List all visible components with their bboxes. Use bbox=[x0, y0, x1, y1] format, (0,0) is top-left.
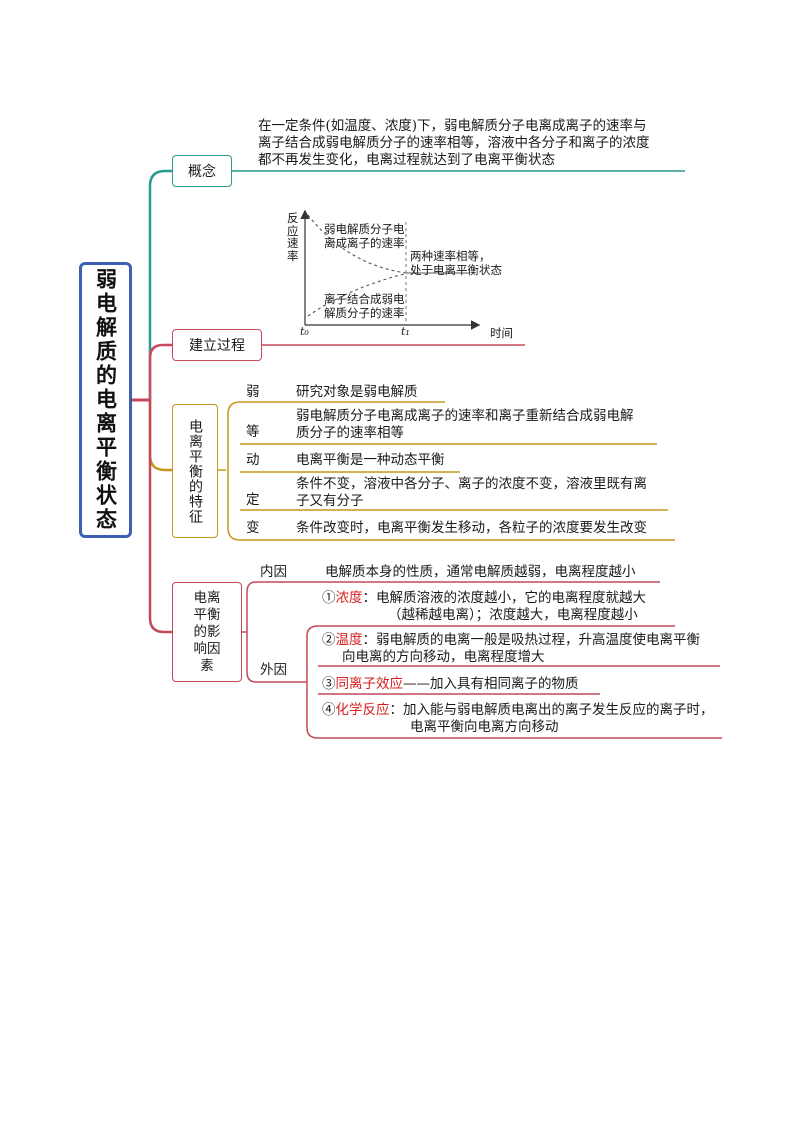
root-node: 弱电解质的电离平衡状态 bbox=[79, 262, 132, 538]
graph-ylabel: 反 应 速 率 bbox=[287, 211, 299, 263]
external-item-4: ④化学反应：加入能与弱电解质电离出的离子发生反应的离子时， 电离平衡向电离方向移… bbox=[322, 702, 714, 735]
features-label: 电离平衡的特征 bbox=[187, 418, 204, 524]
internal-text: 电解质本身的性质，通常电解质越弱，电离程度越小 bbox=[325, 564, 636, 580]
factor-name-temperature: 温度 bbox=[335, 632, 363, 648]
factor-name-concentration: 浓度 bbox=[335, 590, 363, 606]
internal-key: 内因 bbox=[260, 564, 287, 580]
concept-line-1: 在一定条件(如温度、浓度)下，弱电解质分子电离成离子的速率与 bbox=[258, 118, 647, 134]
feature-text-2: 弱电解质分子电离成离子的速率和离子重新结合成弱电解 质分子的速率相等 bbox=[296, 408, 634, 441]
features-node: 电离平衡的特征 bbox=[172, 404, 218, 538]
concept-line-2: 离子结合成弱电解质分子的速率相等，溶液中各分子和离子的浓度 bbox=[258, 135, 650, 151]
concept-line-3: 都不再发生变化，电离过程就达到了电离平衡状态 bbox=[258, 152, 555, 168]
factors-node: 电离平衡的影响因素 bbox=[172, 582, 242, 682]
reverse-rate-label: 离子结合成弱电 解质分子的速率 bbox=[324, 292, 405, 320]
process-node: 建立过程 bbox=[172, 329, 262, 361]
feature-key-1: 弱 bbox=[246, 384, 260, 400]
graph-t0: t₀ bbox=[300, 325, 309, 338]
feature-text-4: 条件不变，溶液中各分子、离子的浓度不变，溶液里既有离 子又有分子 bbox=[296, 476, 647, 509]
reverse-rate-curve bbox=[307, 273, 407, 317]
factor-name-common-ion: 同离子效应 bbox=[335, 676, 404, 692]
graph-t1: t₁ bbox=[401, 325, 410, 338]
feature-text-5: 条件改变时，电离平衡发生移动，各粒子的浓度要发生改变 bbox=[296, 520, 647, 536]
feature-key-4: 定 bbox=[246, 492, 260, 508]
graph-xlabel: 时间 bbox=[490, 326, 513, 340]
external-item-2: ②温度：弱电解质的电离一般是吸热过程，升高温度使电离平衡 向电离的方向移动，电离… bbox=[322, 632, 700, 665]
forward-rate-label: 弱电解质分子电 离成离子的速率 bbox=[324, 222, 405, 250]
factors-label: 电离平衡的影响因素 bbox=[193, 589, 221, 674]
feature-text-3: 电离平衡是一种动态平衡 bbox=[296, 452, 445, 468]
feature-key-5: 变 bbox=[246, 520, 260, 536]
factor-name-chemical-reaction: 化学反应 bbox=[335, 702, 390, 718]
external-key: 外因 bbox=[260, 662, 287, 678]
feature-key-3: 动 bbox=[246, 452, 260, 468]
process-label: 建立过程 bbox=[189, 338, 245, 354]
concept-node: 概念 bbox=[172, 155, 232, 187]
feature-key-2: 等 bbox=[246, 424, 260, 440]
feature-text-1: 研究对象是弱电解质 bbox=[296, 384, 418, 400]
concept-label: 概念 bbox=[188, 164, 216, 180]
forward-rate-curve bbox=[307, 214, 407, 274]
concept-text: 在一定条件(如温度、浓度)下，弱电解质分子电离成离子的速率与 离子结合成弱电解质… bbox=[258, 118, 650, 169]
external-item-3: ③同离子效应——加入具有相同离子的物质 bbox=[322, 676, 579, 692]
external-item-1: ①浓度：电解质溶液的浓度越小，它的电离程度就越大 （越稀越电离）；浓度越大，电离… bbox=[322, 590, 646, 623]
equilibrium-label: 两种速率相等， 处于电离平衡状态 bbox=[410, 249, 502, 277]
root-title: 弱电解质的电离平衡状态 bbox=[93, 268, 119, 532]
